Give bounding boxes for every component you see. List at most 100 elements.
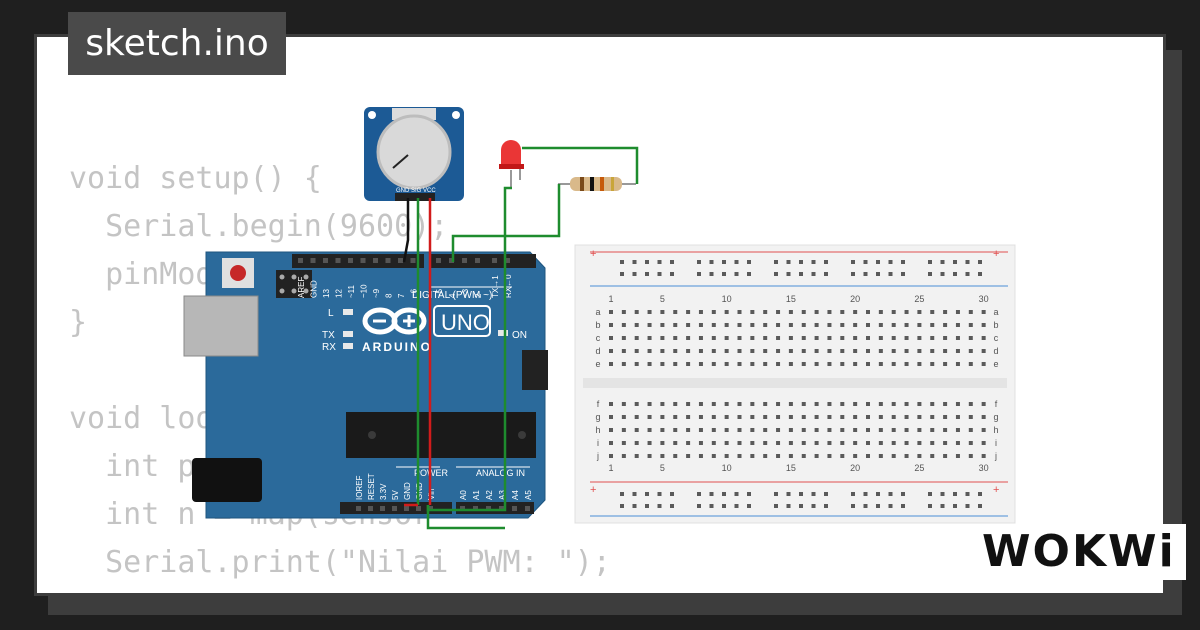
breadboard-hole[interactable] (955, 310, 960, 314)
breadboard-hole[interactable] (891, 441, 896, 445)
potentiometer-module[interactable]: GND SIG VCC (364, 107, 464, 201)
breadboard-hole[interactable] (827, 428, 832, 432)
breadboard-hole[interactable] (955, 349, 960, 353)
breadboard-hole[interactable] (621, 428, 626, 432)
breadboard-hole[interactable] (827, 323, 832, 327)
breadboard-hole[interactable] (634, 349, 639, 353)
breadboard-hole[interactable] (660, 402, 665, 406)
header-pin[interactable] (499, 506, 504, 511)
breadboard-hole[interactable] (840, 336, 845, 340)
breadboard-hole[interactable] (724, 428, 729, 432)
breadboard-hole[interactable] (645, 260, 649, 264)
breadboard-hole[interactable] (981, 323, 986, 327)
breadboard-hole[interactable] (928, 272, 932, 276)
breadboard-hole[interactable] (711, 441, 716, 445)
breadboard-hole[interactable] (711, 349, 716, 353)
breadboard-hole[interactable] (917, 428, 922, 432)
breadboard-hole[interactable] (981, 310, 986, 314)
breadboard-hole[interactable] (878, 428, 883, 432)
breadboard-hole[interactable] (940, 272, 945, 276)
header-pin[interactable] (404, 506, 409, 511)
breadboard-hole[interactable] (799, 272, 803, 276)
breadboard-hole[interactable] (609, 454, 613, 458)
breadboard-hole[interactable] (634, 310, 639, 314)
breadboard-hole[interactable] (647, 323, 652, 327)
breadboard-hole[interactable] (634, 362, 639, 366)
breadboard-hole[interactable] (737, 336, 742, 340)
breadboard-hole[interactable] (711, 310, 716, 314)
breadboard-hole[interactable] (981, 454, 986, 458)
breadboard-hole[interactable] (737, 310, 742, 314)
breadboard-hole[interactable] (943, 441, 948, 445)
breadboard-hole[interactable] (647, 310, 652, 314)
breadboard-hole[interactable] (647, 336, 652, 340)
breadboard-hole[interactable] (863, 272, 868, 276)
breadboard-hole[interactable] (724, 441, 729, 445)
breadboard-hole[interactable] (965, 272, 970, 276)
header-pin[interactable] (512, 506, 517, 511)
breadboard-hole[interactable] (866, 362, 870, 366)
breadboard-hole[interactable] (953, 260, 957, 264)
breadboard-hole[interactable] (876, 504, 880, 508)
breadboard-hole[interactable] (978, 272, 982, 276)
breadboard-hole[interactable] (853, 454, 858, 458)
breadboard-hole[interactable] (673, 323, 678, 327)
breadboard-hole[interactable] (904, 336, 909, 340)
breadboard-hole[interactable] (763, 428, 768, 432)
breadboard-hole[interactable] (788, 362, 793, 366)
breadboard-hole[interactable] (788, 415, 793, 419)
header-pin[interactable] (398, 258, 403, 263)
breadboard-hole[interactable] (747, 272, 751, 276)
breadboard-hole[interactable] (673, 428, 678, 432)
header-pin[interactable] (360, 258, 366, 263)
breadboard-hole[interactable] (620, 492, 624, 496)
breadboard-hole[interactable] (851, 260, 855, 264)
breadboard-hole[interactable] (904, 349, 909, 353)
breadboard-hole[interactable] (763, 349, 768, 353)
breadboard-hole[interactable] (711, 454, 716, 458)
breadboard-hole[interactable] (904, 402, 909, 406)
breadboard-hole[interactable] (799, 492, 803, 496)
breadboard-hole[interactable] (774, 504, 778, 508)
breadboard-hole[interactable] (647, 454, 652, 458)
breadboard-hole[interactable] (878, 349, 883, 353)
breadboard-hole[interactable] (904, 323, 909, 327)
breadboard-hole[interactable] (609, 441, 613, 445)
breadboard-hole[interactable] (673, 362, 678, 366)
breadboard-hole[interactable] (711, 362, 716, 366)
breadboard-hole[interactable] (737, 454, 742, 458)
breadboard-hole[interactable] (632, 272, 637, 276)
breadboard-hole[interactable] (734, 272, 739, 276)
breadboard-hole[interactable] (801, 428, 806, 432)
breadboard-hole[interactable] (891, 402, 896, 406)
breadboard-hole[interactable] (866, 428, 870, 432)
breadboard-hole[interactable] (965, 260, 970, 264)
breadboard-hole[interactable] (891, 336, 896, 340)
header-pin[interactable] (525, 506, 530, 511)
breadboard-hole[interactable] (763, 336, 768, 340)
breadboard-hole[interactable] (737, 441, 742, 445)
breadboard-hole[interactable] (904, 415, 909, 419)
breadboard-hole[interactable] (747, 260, 751, 264)
breadboard-hole[interactable] (928, 492, 932, 496)
breadboard-hole[interactable] (853, 441, 858, 445)
breadboard-hole[interactable] (955, 362, 960, 366)
breadboard-hole[interactable] (788, 349, 793, 353)
breadboard-hole[interactable] (634, 415, 639, 419)
breadboard-hole[interactable] (660, 362, 665, 366)
breadboard-hole[interactable] (686, 441, 691, 445)
breadboard-hole[interactable] (645, 492, 649, 496)
breadboard-hole[interactable] (788, 402, 793, 406)
header-pin[interactable] (356, 506, 361, 511)
breadboard-hole[interactable] (930, 336, 935, 340)
breadboard-hole[interactable] (670, 504, 674, 508)
breadboard-hole[interactable] (799, 260, 803, 264)
breadboard-hole[interactable] (647, 362, 652, 366)
breadboard-hole[interactable] (814, 415, 819, 419)
breadboard-hole[interactable] (866, 349, 870, 353)
header-pin[interactable] (416, 506, 421, 511)
breadboard-hole[interactable] (698, 336, 703, 340)
breadboard-hole[interactable] (788, 441, 793, 445)
breadboard-hole[interactable] (968, 441, 973, 445)
